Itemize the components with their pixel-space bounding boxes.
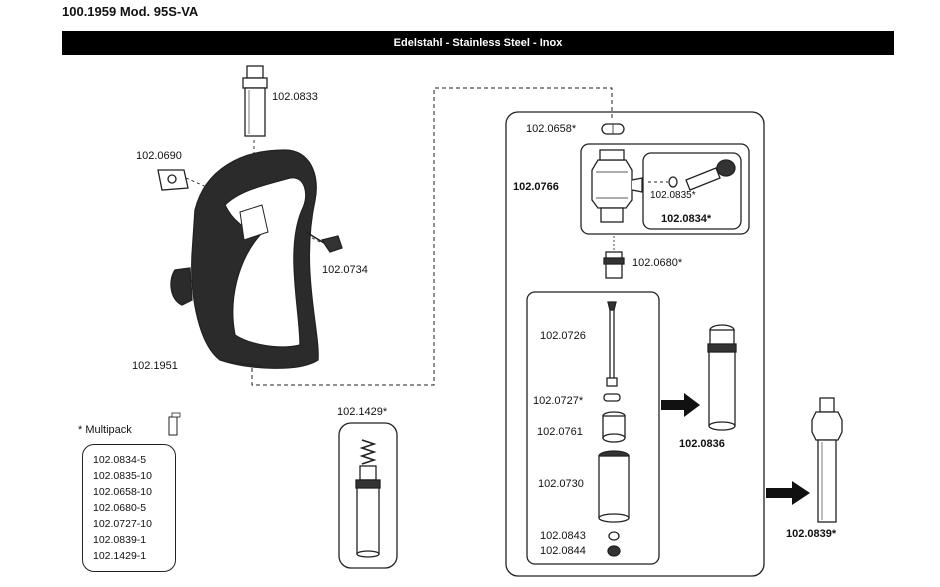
bracket-0690-drawing — [157, 169, 189, 191]
cartridge-0839-drawing — [811, 397, 843, 523]
connection-dashed-line — [251, 87, 613, 386]
model-title: 100.1959 Mod. 95S-VA — [62, 4, 199, 19]
label-0833: 102.0833 — [272, 91, 318, 103]
arrow-to-0839 — [766, 481, 810, 505]
label-0680: 102.0680* — [632, 257, 683, 269]
multipack-item: 102.0835-10 — [93, 470, 152, 482]
cylinder-0730-drawing — [598, 450, 630, 523]
valve-body-0766-drawing — [591, 149, 643, 223]
arrow-to-0836 — [661, 393, 700, 417]
part-0680-drawing — [603, 236, 625, 279]
label-0726: 102.0726 — [540, 330, 586, 342]
label-0836: 102.0836 — [679, 438, 725, 450]
label-0835: 102.0835* — [650, 190, 696, 201]
urinal-bowl-drawing — [170, 149, 319, 369]
spring-kit-1429-box — [338, 422, 398, 569]
label-0844: 102.0844 — [540, 545, 586, 557]
material-banner: Edelstahl - Stainless Steel - Inox — [62, 31, 894, 55]
valve-body-box — [580, 143, 750, 235]
multipack-item: 102.0727-10 — [93, 518, 152, 530]
label-0727: 102.0727* — [533, 395, 584, 407]
cartridge-0833-drawing — [242, 65, 268, 137]
label-0839: 102.0839* — [786, 528, 837, 540]
label-0843: 102.0843 — [540, 530, 586, 542]
label-0766: 102.0766 — [513, 181, 559, 193]
pin-0726-drawing — [606, 301, 618, 387]
multipack-item: 102.0658-10 — [93, 486, 152, 498]
label-0834: 102.0834* — [661, 213, 712, 225]
multipack-item: 102.1429-1 — [93, 550, 147, 562]
kit-0835-drawing — [668, 159, 736, 191]
multipack-item: 102.0834-5 — [93, 454, 147, 466]
label-0761: 102.0761 — [537, 426, 583, 438]
label-0658: 102.0658* — [526, 123, 577, 135]
label-1951: 102.1951 — [132, 360, 178, 372]
cartridge-0836-drawing — [707, 324, 737, 431]
label-0734: 102.0734 — [322, 264, 368, 276]
part-0843-drawing — [608, 531, 620, 541]
screw-0734-drawing — [305, 231, 343, 253]
part-0844-drawing — [607, 545, 621, 557]
label-1429: 102.1429* — [337, 406, 388, 418]
cartridge-parts-box — [526, 291, 660, 565]
multipack-list: 102.0834-5 102.0835-10 102.0658-10 102.0… — [82, 444, 176, 572]
multipack-title: * Multipack — [78, 424, 132, 436]
valve-assembly-frame — [505, 111, 765, 577]
washer-0727-drawing — [603, 393, 621, 402]
leader-line — [185, 177, 226, 196]
multipack-icon — [168, 412, 181, 436]
label-0690: 102.0690 — [136, 150, 182, 162]
spring-1429-drawing — [355, 439, 381, 558]
sleeve-0761-drawing — [602, 411, 626, 443]
label-0730: 102.0730 — [538, 478, 584, 490]
oring-0658-drawing — [601, 123, 625, 135]
multipack-item: 102.0680-5 — [93, 502, 147, 514]
kit-0834-box — [642, 152, 742, 230]
multipack-item: 102.0839-1 — [93, 534, 147, 546]
